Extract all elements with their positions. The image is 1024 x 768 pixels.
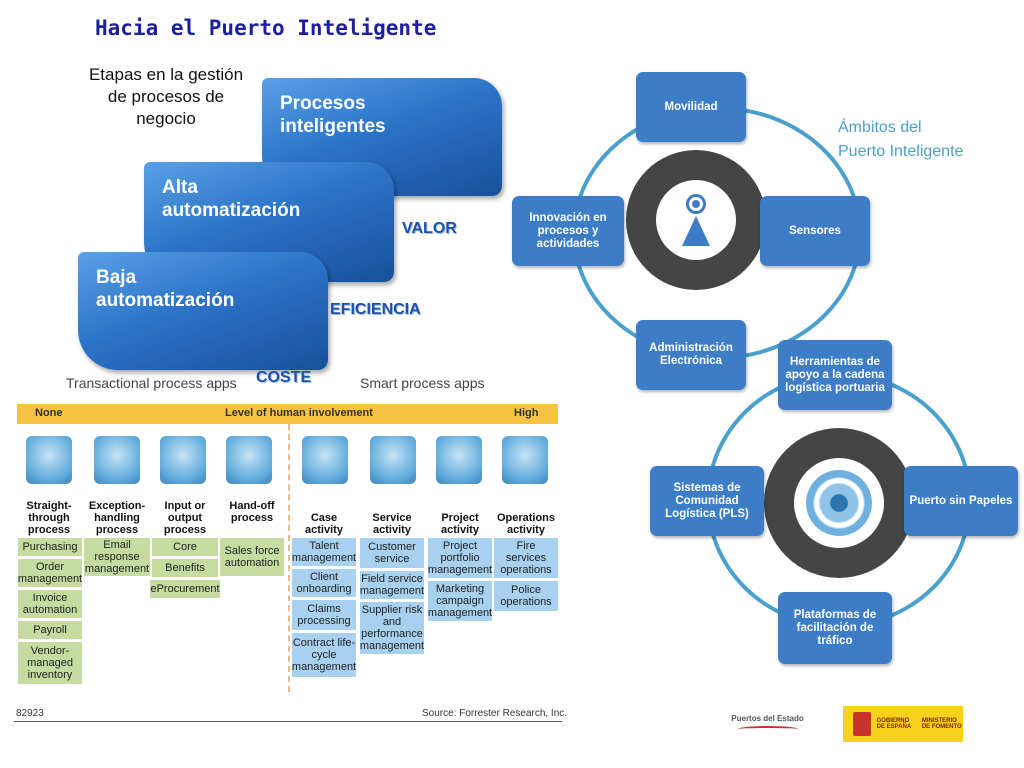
people-network-icon <box>806 470 872 536</box>
table-cell: Customer service <box>360 538 424 568</box>
column-header: Input or output process <box>163 500 207 536</box>
coste-label: COSTE <box>256 369 312 386</box>
table-cell: Payroll <box>18 621 82 639</box>
table-cell: Vendor-managed inventory <box>18 642 82 684</box>
column-header: Case activity <box>305 512 343 536</box>
column-header: Service activity <box>372 512 412 536</box>
firefighter-icon <box>502 436 548 484</box>
human-involvement-bar: None Level of human involvement High <box>17 404 558 424</box>
logo-text: MINISTERIO DE FOMENTO <box>921 718 962 730</box>
logo-text: GOBIERNO DE ESPAÑA <box>876 718 912 730</box>
ambito-innovacion: Innovación en procesos y actividades <box>512 196 624 266</box>
table-cell: Purchasing <box>18 538 82 556</box>
logo-text: Puertos del Estado <box>731 714 804 723</box>
column-header: Hand-off process <box>229 500 275 524</box>
smart-label: Smart process apps <box>360 375 485 391</box>
table-cell: eProcurement <box>150 580 220 598</box>
plataforma-pls: Sistemas de Comunidad Logística (PLS) <box>650 466 764 536</box>
table-cell: Field service management <box>359 571 425 599</box>
wireless-antenna-icon <box>674 194 718 248</box>
plataforma-puerto-sin-papeles: Puerto sin Papeles <box>904 466 1018 536</box>
table-cell: Order management <box>17 559 83 587</box>
coat-of-arms-icon <box>853 712 871 736</box>
table-cell: Supplier risk and performance management <box>359 602 425 654</box>
subtitle: Etapas en la gestión de procesos de nego… <box>88 65 244 128</box>
team-meeting-icon <box>436 436 482 484</box>
table-cell: Talent management <box>291 538 357 566</box>
table-cell: Project portfolio management <box>427 538 493 578</box>
desk-worker-icon <box>302 436 348 484</box>
bar-high: High <box>514 407 539 419</box>
stage-flag-alta: Alta automatización <box>144 162 394 282</box>
input-output-people-icon <box>160 436 206 484</box>
ambito-movilidad: Movilidad <box>636 72 746 142</box>
table-cell: Sales force automation <box>220 538 284 576</box>
table-cell: Police operations <box>494 581 558 611</box>
plataforma-herramientas: Herramientas de apoyo a la cadena logíst… <box>778 340 892 410</box>
stage-label: Alta automatización <box>162 177 301 221</box>
gobierno-ministerio-logo: GOBIERNO DE ESPAÑA MINISTERIO DE FOMENTO <box>843 706 963 742</box>
table-cell: Fire services operations <box>494 538 558 578</box>
stage-flag-baja: Baja automatización <box>78 252 328 370</box>
transactional-label: Transactional process apps <box>66 375 237 391</box>
plataforma-trafico: Plataformas de facilitación de tráfico <box>778 592 892 664</box>
stage-label: Baja automatización <box>96 267 235 311</box>
source-note: Source: Forrester Research, Inc. <box>422 708 568 719</box>
ambito-administracion: Administración Electrónica <box>636 320 746 390</box>
puertos-del-estado-logo: Puertos del Estado <box>720 710 815 740</box>
help-desk-icon <box>94 436 140 484</box>
figure-id: 82923 <box>16 708 44 719</box>
hand-off-people-icon <box>226 436 272 484</box>
table-cell: Client onboarding <box>292 569 356 597</box>
table-cell: Claims processing <box>292 600 356 630</box>
table-cell: Core <box>152 538 218 556</box>
valor-label: VALOR <box>402 220 457 237</box>
utility-pole-worker-icon <box>370 436 416 484</box>
ambitos-title: Ámbitos del Puerto Inteligente <box>838 116 963 164</box>
table-cell: Invoice automation <box>18 590 82 618</box>
column-header: Exception-handling process <box>88 500 146 536</box>
table-cell: Contract life-cycle management <box>292 633 356 677</box>
table-cell: Benefits <box>152 559 218 577</box>
column-header: Operations activity <box>496 512 556 536</box>
table-cell: Email response management <box>84 538 150 576</box>
eficiencia-label: EFICIENCIA <box>330 301 421 318</box>
divider <box>288 424 290 692</box>
table-cell: Marketing campaign management <box>427 581 493 621</box>
column-header: Project activity <box>441 512 479 536</box>
footer-rule <box>14 721 562 722</box>
ambitos-title-line: Puerto Inteligente <box>838 143 964 160</box>
column-header: Straight-through process <box>26 500 72 536</box>
chain-people-icon <box>26 436 72 484</box>
bar-center: Level of human involvement <box>225 407 373 419</box>
page-title: Hacia el Puerto Inteligente <box>95 16 437 40</box>
stage-label: Procesos inteligentes <box>280 93 386 137</box>
ambito-sensores: Sensores <box>760 196 870 266</box>
bar-none: None <box>35 407 63 419</box>
ambitos-title-line: Ámbitos del <box>838 119 922 136</box>
